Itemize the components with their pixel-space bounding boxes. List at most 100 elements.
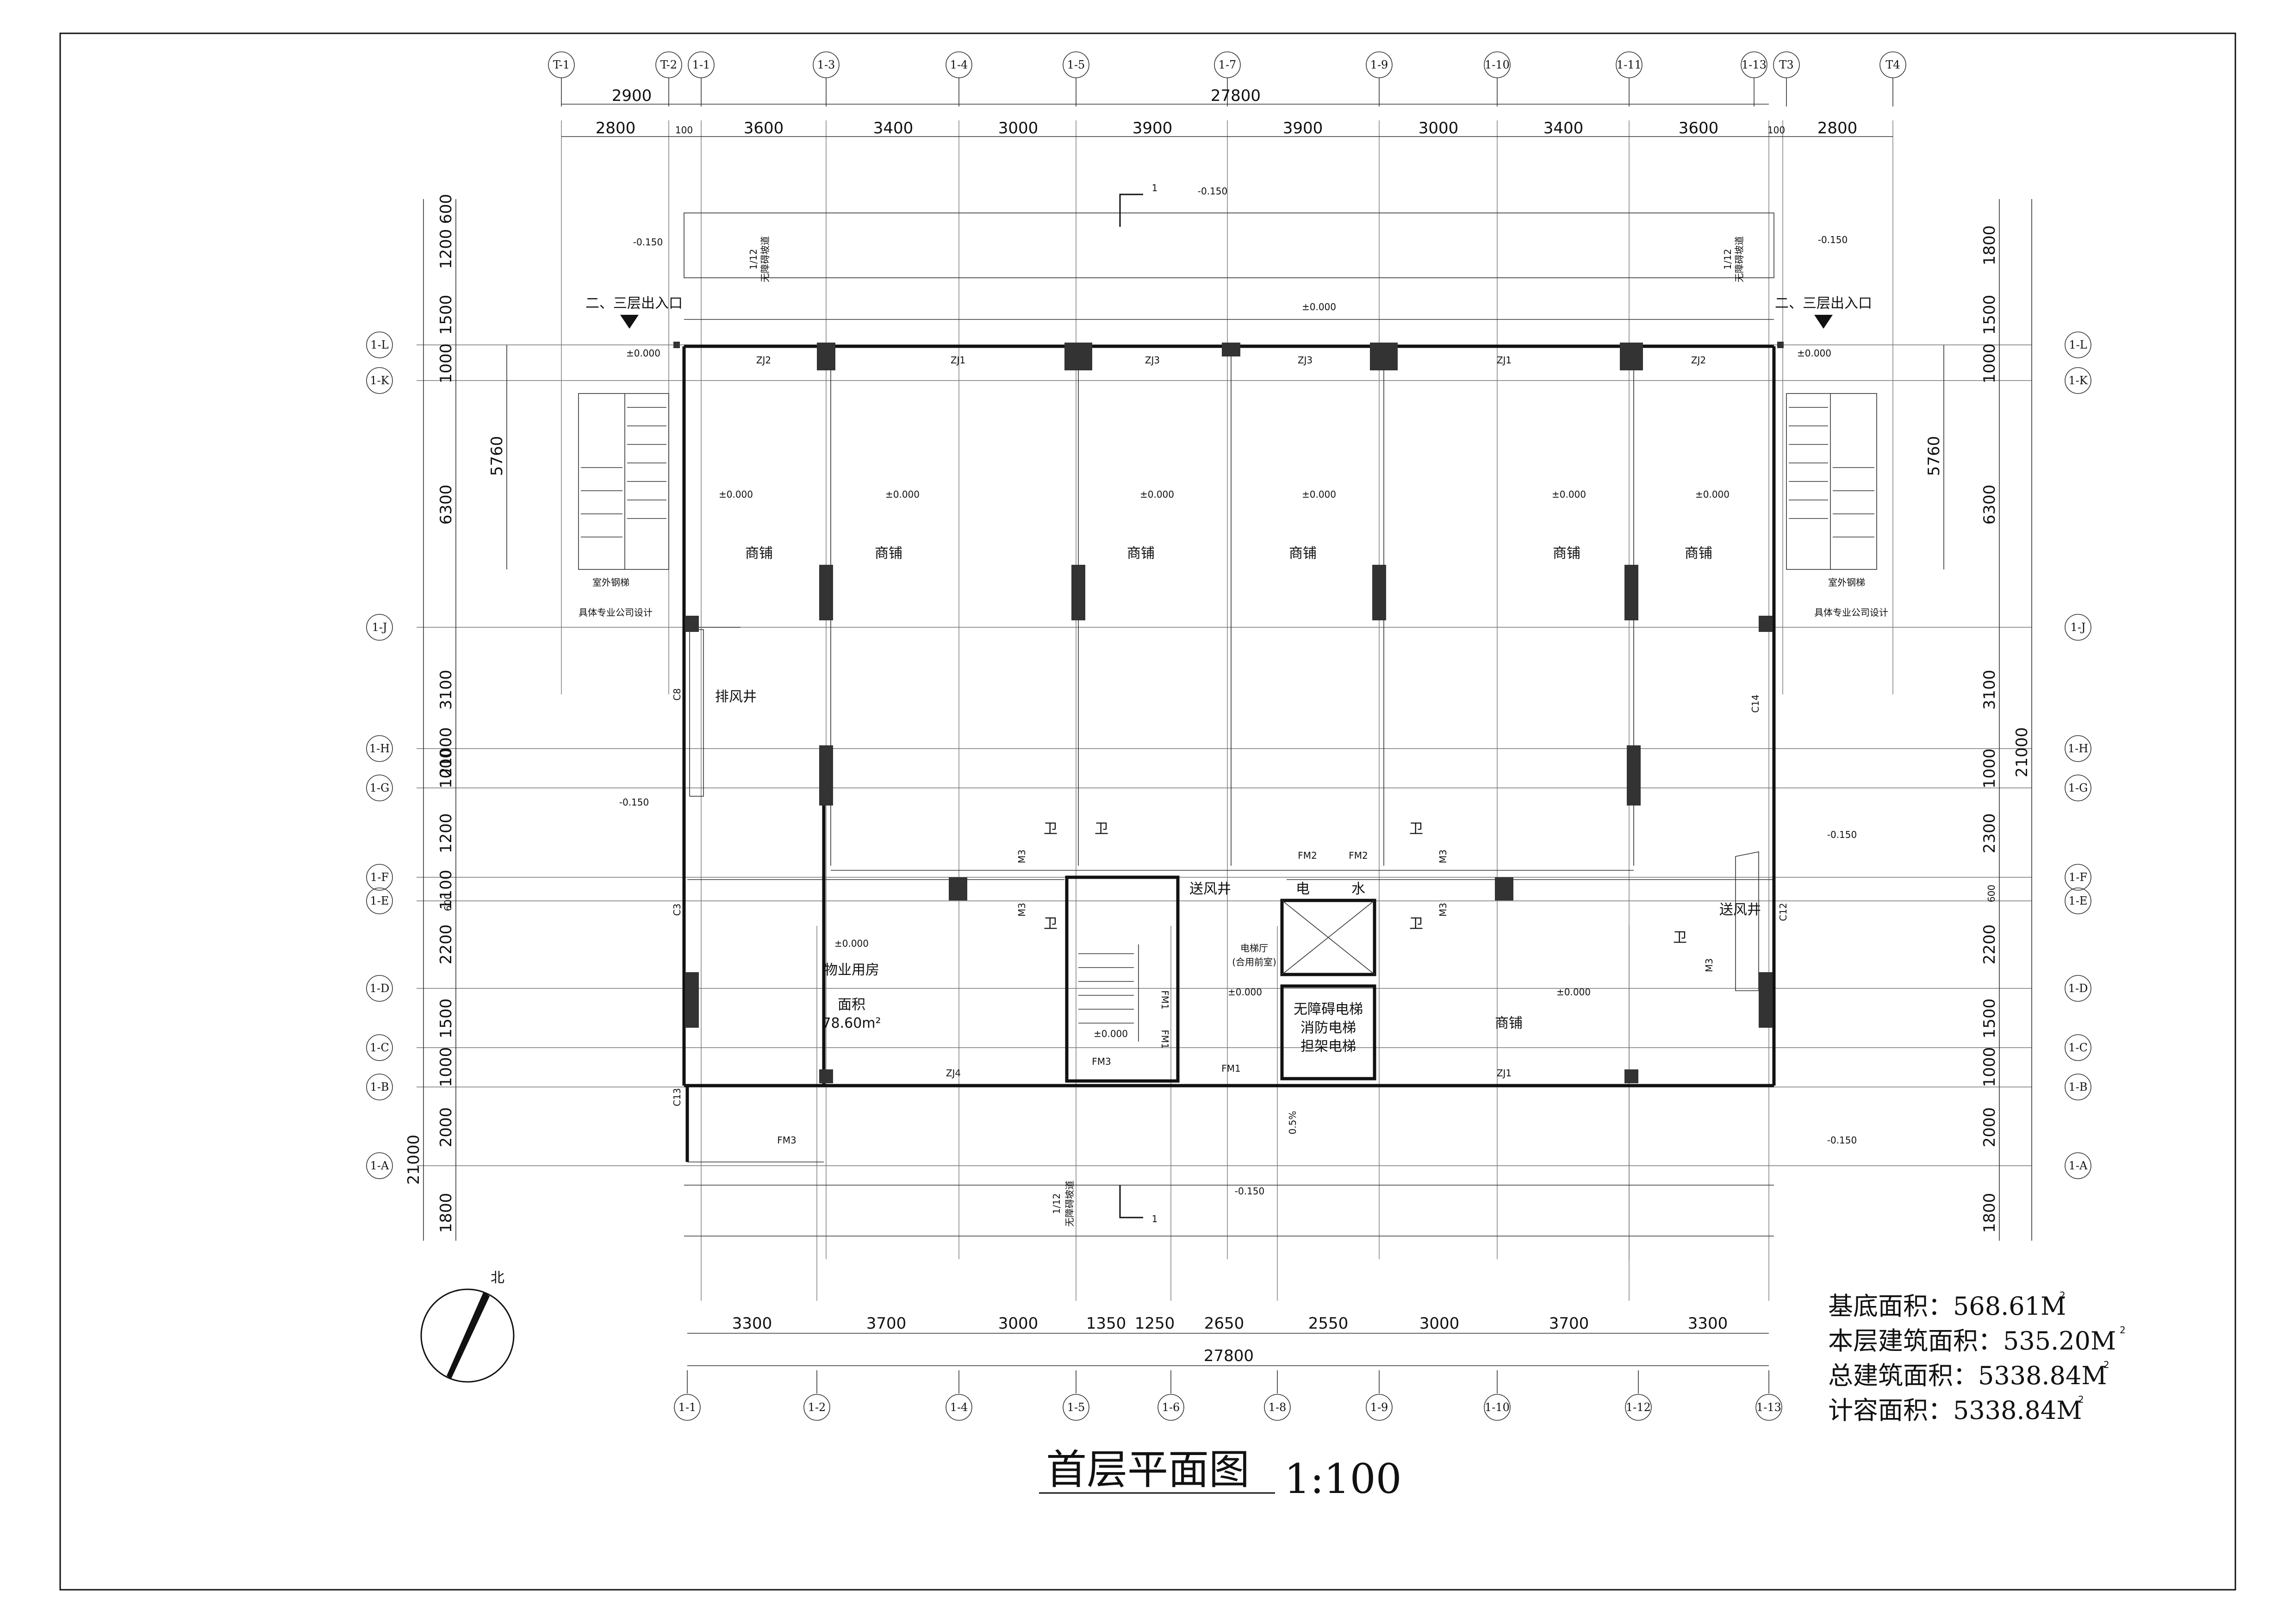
svg-text:1200: 1200 [437,813,455,854]
svg-text:2: 2 [2060,1290,2066,1301]
entrance-label-right: 二、三层出入口 [1775,295,1872,312]
lift-accessible: 无障碍电梯 [1294,1001,1363,1018]
svg-text:1-13: 1-13 [1742,58,1767,71]
building-walls [682,212,1776,1237]
floor-area: 本层建筑面积：535.20M [1828,1326,2116,1355]
svg-text:1-B: 1-B [370,1081,389,1093]
toilet: 卫 [1673,930,1687,946]
axis-bubble: 1-D [2065,975,2091,1002]
drawing-frame [59,32,2236,1591]
level-marks: ±0.000 ±0.000 ±0.000 ±0.000 ±0.000 ±0.00… [619,186,1857,1227]
svg-text:T-2: T-2 [660,58,677,71]
svg-text:21000: 21000 [404,1135,423,1185]
svg-text:1-9: 1-9 [1370,58,1388,71]
left-axis-bubbles: 1-L 1-K 1-J 1-H 1-G 1-F 1-E 1-D 1-C 1-B … [366,331,393,1179]
svg-text:1/12: 1/12 [1051,1193,1062,1214]
svg-text:C8: C8 [672,688,683,701]
water-room: 水 [1351,881,1365,897]
svg-text:ZJ3: ZJ3 [1145,355,1160,366]
svg-text:1-G: 1-G [2068,781,2088,794]
svg-text:2000: 2000 [437,1107,455,1148]
svg-text:±0.000: ±0.000 [1302,489,1336,500]
axis-bubble: 1-1 [674,1370,701,1421]
svg-text:1-A: 1-A [2069,1159,2088,1172]
room-shop: 商铺 [745,545,773,562]
supply-shaft-label-right: 送风井 [1719,902,1761,918]
axis-bubble: 1-12 [1625,1370,1652,1421]
axis-bubble: 1-3 [813,51,840,106]
svg-text:1-12: 1-12 [1626,1401,1651,1414]
entrance-label-left: 二、三层出入口 [585,295,683,312]
axis-bubble: 1-H [366,735,393,762]
steel-stair-note: 具体专业公司设计 [1814,607,1888,618]
axis-bubble: 1-B [2065,1074,2091,1100]
svg-text:±0.000: ±0.000 [1228,987,1262,998]
svg-text:1: 1 [1152,182,1158,194]
lift-hall: 电梯厅 [1240,943,1268,954]
svg-text:3100: 3100 [437,670,455,710]
top-axis-bubbles: T-1 T-2 1-1 1-3 1-4 1-5 1-7 1-9 1-10 1-1… [548,51,1906,106]
svg-text:-0.150: -0.150 [619,797,649,808]
svg-text:1350: 1350 [1086,1314,1126,1333]
axis-bubble: 1-4 [946,51,972,106]
toilet: 卫 [1044,916,1058,932]
svg-text:1500: 1500 [437,999,455,1039]
base-area: 基底面积：568.61M [1828,1292,2066,1321]
axis-bubble: 1-A [2065,1152,2091,1179]
svg-text:-0.150: -0.150 [633,237,663,248]
svg-text:1-5: 1-5 [1067,1401,1085,1414]
svg-text:2: 2 [2103,1359,2109,1370]
svg-text:1500: 1500 [437,295,455,335]
interior-stair [1078,944,1139,1042]
room-shop: 商铺 [1127,545,1155,562]
axis-bubble: 1-1 [688,51,715,106]
lift-hall-sub: (合用前室) [1232,956,1276,968]
svg-text:FM3: FM3 [777,1135,796,1146]
svg-text:1-E: 1-E [370,894,389,907]
svg-text:3300: 3300 [1688,1314,1728,1333]
room-property: 物业用房 [824,962,879,978]
toilet: 卫 [1044,821,1058,837]
svg-text:1-L: 1-L [2069,338,2087,351]
lift-fire: 消防电梯 [1300,1020,1356,1036]
svg-text:1000: 1000 [437,344,455,384]
drawing-title-text: 首层平面图 [1046,1446,1250,1493]
axis-bubble: 1-F [2065,864,2091,891]
left-steel-stair [578,393,669,570]
svg-text:1000: 1000 [437,749,455,789]
svg-text:27800: 27800 [1204,1347,1254,1365]
room-shop: 商铺 [875,545,902,562]
svg-text:1-4: 1-4 [950,1401,968,1414]
svg-text:2: 2 [2078,1394,2084,1405]
room-shop: 商铺 [1495,1015,1523,1031]
axis-bubble: 1-C [2065,1034,2091,1061]
svg-text:C13: C13 [672,1088,683,1106]
svg-text:1-J: 1-J [372,621,387,634]
elec-room: 电 [1296,881,1310,897]
svg-text:3700: 3700 [1549,1314,1589,1333]
svg-text:1-11: 1-11 [1617,58,1642,71]
axis-bubble: 1-G [366,775,393,801]
svg-text:FM1: FM1 [1221,1063,1240,1074]
svg-text:2300: 2300 [1980,813,1999,854]
axis-bubble: 1-D [366,975,393,1002]
lift-stretcher: 担架电梯 [1300,1038,1356,1055]
axis-bubble: 1-C [366,1034,393,1061]
svg-text:±0.000: ±0.000 [719,489,753,500]
svg-text:-0.150: -0.150 [1235,1186,1264,1197]
axis-bubble: 1-8 [1264,1370,1291,1421]
svg-text:600: 600 [442,893,454,911]
svg-text:1-13: 1-13 [1756,1401,1781,1414]
svg-text:±0.000: ±0.000 [626,348,660,359]
axis-bubble: 1-9 [1366,1370,1393,1421]
svg-text:1000: 1000 [1980,1047,1999,1087]
axis-bubble: 1-G [2065,775,2091,801]
svg-text:1250: 1250 [1135,1314,1175,1333]
svg-text:1-G: 1-G [370,781,390,794]
axis-bubble: 1-11 [1616,51,1643,106]
svg-text:2000: 2000 [1980,1107,1999,1148]
svg-text:1-L: 1-L [370,338,388,351]
svg-text:无障碍坡道: 无障碍坡道 [1734,236,1745,282]
svg-text:1/12: 1/12 [748,249,759,270]
svg-text:FM2: FM2 [1298,850,1317,861]
